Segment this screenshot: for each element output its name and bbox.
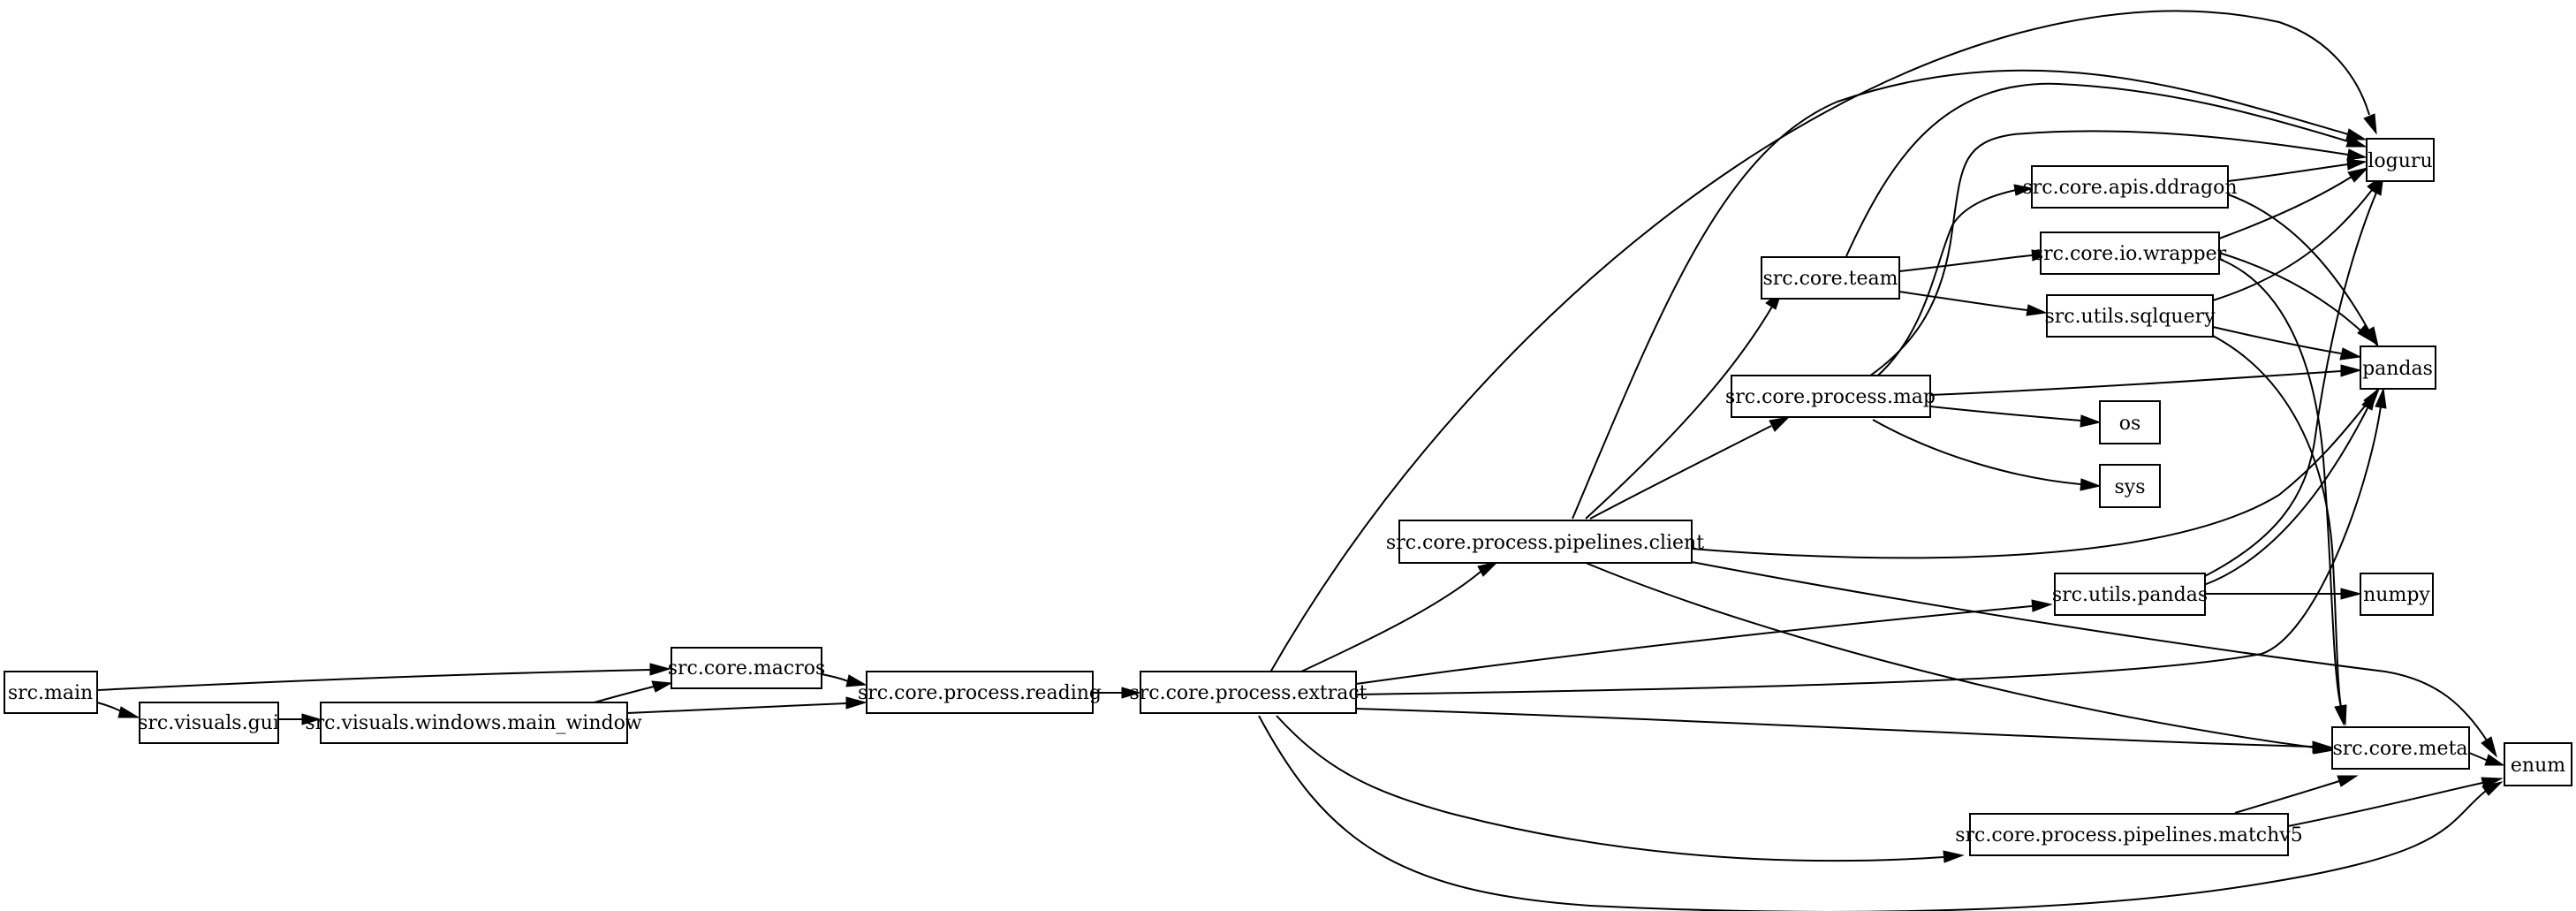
edge-pipelines-client-meta [1585,562,2335,755]
node-src-core-process-extract[interactable]: src.core.process.extract [1129,671,1368,714]
edge-team-sqlquery [1898,291,2048,316]
node-label: src.visuals.windows.main_window [305,712,642,734]
node-label: pandas [2362,358,2433,380]
node-label: os [2119,413,2141,435]
node-src-utils-sqlquery[interactable]: src.utils.sqlquery [2044,294,2216,338]
node-label: src.core.macros [668,657,826,679]
edge-team-io-wrapper [1898,249,2053,272]
edge-pipelines-client-process-map [1589,416,1791,520]
node-src-core-apis-ddragon[interactable]: src.core.apis.ddragon [2022,165,2238,209]
node-os[interactable]: os [2099,400,2161,444]
edge-utils-pandas-numpy [2204,588,2362,600]
node-src-utils-pandas[interactable]: src.utils.pandas [2052,573,2208,616]
edge-ddragon-loguru [2227,158,2368,182]
node-label: src.core.process.pipelines.client [1386,532,1704,554]
node-label: src.core.meta [2332,738,2467,760]
node-src-core-process-map[interactable]: src.core.process.map [1725,375,1936,418]
edge-process-map-pandas [1929,364,2362,396]
edge-main-window-reading [626,696,868,714]
edge-ddragon-pandas [2227,194,2379,348]
node-src-core-process-reading[interactable]: src.core.process.reading [858,671,1102,714]
edge-io-wrapper-loguru [2218,167,2369,239]
edge-process-map-sys [1872,419,2102,491]
node-src-visuals-windows-main-window[interactable]: src.visuals.windows.main_window [305,702,642,744]
node-enum[interactable]: enum [2504,742,2572,786]
edge-team-loguru [1845,82,2368,257]
edge-extract-pipelines-client [1289,561,1499,678]
node-label: numpy [2363,584,2430,606]
node-src-core-io-wrapper[interactable]: src.core.io.wrapper [2034,232,2227,275]
node-label: src.visuals.gui [138,712,279,734]
node-label: src.utils.sqlquery [2044,306,2216,328]
edge-process-map-os [1929,406,2102,428]
edges [96,10,2505,911]
edge-pipelines-client-enum [1691,561,2497,758]
node-src-core-meta[interactable]: src.core.meta [2331,726,2470,770]
edge-sqlquery-meta [2212,335,2346,726]
node-label: enum [2511,755,2565,777]
edge-pipelines-matchv5-meta [2234,775,2359,814]
edge-io-wrapper-pandas [2218,252,2376,345]
edge-extract-meta [1355,708,2334,754]
node-src-core-team[interactable]: src.core.team [1761,256,1900,300]
edge-main-gui [96,702,140,718]
edge-process-map-loguru [1863,130,2368,381]
node-label: src.main [8,682,93,704]
node-label: src.core.process.map [1725,386,1936,408]
edge-extract-pandas [1355,387,2387,695]
edge-extract-loguru [1267,10,2377,678]
node-label: src.core.apis.ddragon [2022,177,2237,199]
edge-sqlquery-pandas [2212,326,2362,361]
node-src-visuals-gui[interactable]: src.visuals.gui [138,702,279,744]
edge-main-macros [96,663,671,691]
edge-pipelines-client-loguru [1572,69,2368,520]
edge-process-map-ddragon [1872,184,2034,381]
node-label: src.core.process.extract [1129,682,1367,704]
node-src-core-macros[interactable]: src.core.macros [668,647,826,689]
node-label: loguru [2368,150,2432,172]
node-label: src.core.io.wrapper [2034,243,2227,265]
node-src-core-process-pipelines-matchv5[interactable]: src.core.process.pipelines.matchv5 [1955,813,2303,856]
edge-reading-extract [1093,687,1141,699]
edge-meta-enum [2468,752,2505,766]
node-label: src.core.process.pipelines.matchv5 [1955,824,2302,846]
node-src-core-process-pipelines-client[interactable]: src.core.process.pipelines.client [1386,520,1704,564]
edge-extract-pipelines-matchv5 [1276,715,1965,863]
node-loguru[interactable]: loguru [2366,138,2435,182]
node-label: src.core.team [1762,268,1898,290]
edge-pipelines-matchv5-enum [2287,777,2504,827]
edge-macros-reading [821,673,868,687]
edge-gui-main-window [277,713,322,725]
node-numpy[interactable]: numpy [2360,573,2434,616]
node-src-main[interactable]: src.main [4,671,98,714]
node-label: src.utils.pandas [2052,584,2208,606]
node-label: src.core.process.reading [858,682,1102,704]
edge-extract-utils-pandas [1355,599,2053,685]
node-sys[interactable]: sys [2099,464,2161,508]
node-pandas[interactable]: pandas [2360,345,2436,390]
edge-utils-pandas-pandas [2203,389,2377,586]
node-label: sys [2114,476,2145,498]
nodes: src.main src.visuals.gui src.visuals.win… [4,138,2572,856]
